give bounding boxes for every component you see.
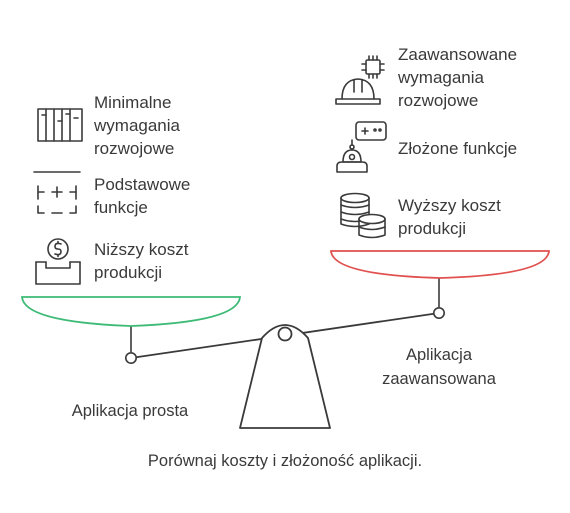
- left-item-1-line-2: wymagania: [93, 116, 181, 135]
- money-box-icon: [35, 238, 81, 285]
- right-items: Zaawansowane wymagania rozwojowe Złożone…: [335, 45, 517, 239]
- right-item-1-line-2: wymagania: [397, 68, 485, 87]
- left-pan: [21, 296, 241, 327]
- right-item-1-line-3: rozwojowe: [398, 91, 478, 110]
- plus-grid-icon: [33, 171, 81, 214]
- right-side-label-line-2: zaawansowana: [382, 370, 497, 388]
- fulcrum-pin: [277, 326, 293, 342]
- left-side-label: Aplikacja prosta: [72, 402, 189, 420]
- right-item-3-line-1: Wyższy koszt: [398, 196, 501, 215]
- left-item-2-line-2: funkcje: [94, 198, 148, 217]
- blueprint-panels-icon: [37, 108, 83, 142]
- left-item-2-line-1: Podstawowe: [94, 175, 190, 194]
- fulcrum-stand: [239, 324, 331, 429]
- left-item-3-line-2: produkcji: [94, 263, 162, 282]
- diagram-caption: Porównaj koszty i złożoność aplikacji.: [148, 452, 422, 470]
- right-item-2-line-1: Złożone funkcje: [398, 139, 517, 158]
- right-item-3-line-2: produkcji: [398, 219, 466, 238]
- right-item-1-line-1: Zaawansowane: [398, 45, 517, 64]
- right-pan: [330, 250, 550, 279]
- left-pivot: [125, 351, 138, 364]
- left-items: Minimalne wymagania rozwojowe Podstawowe…: [33, 93, 190, 285]
- right-side-label-line-1: Aplikacja: [406, 346, 473, 364]
- right-pivot: [432, 306, 445, 319]
- left-item-1-line-1: Minimalne: [94, 93, 171, 112]
- hardhat-chip-icon: [335, 55, 385, 105]
- left-item-1-line-3: rozwojowe: [94, 139, 174, 158]
- coin-stack-icon: [340, 192, 386, 239]
- scale-structure: [125, 278, 445, 429]
- left-item-3-line-1: Niższy koszt: [94, 240, 189, 259]
- robot-gamepad-icon: [336, 121, 387, 173]
